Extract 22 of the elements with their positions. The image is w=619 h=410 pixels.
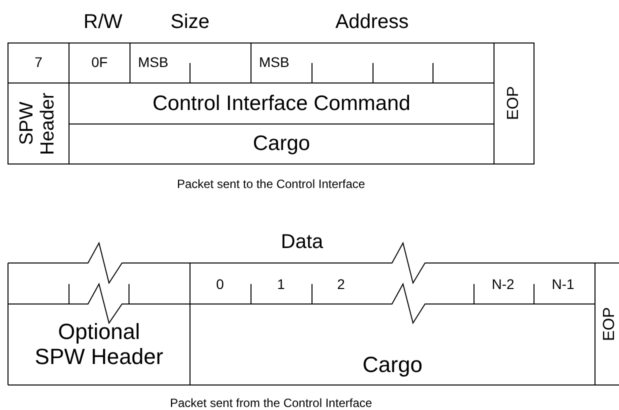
byte-index: N-2 [492,277,514,291]
field-cell: Control Interface Command [69,83,494,124]
byte-index: 1 [277,277,285,291]
field-heading: Address [335,12,409,32]
field-heading: Data [280,232,324,252]
field-cell: MSB [130,43,251,83]
field-cell: MSB [251,43,494,83]
byte-index: 0 [216,277,224,291]
field-cell: EOP [494,43,534,164]
byte-index: N-1 [552,277,574,291]
caption: Packet sent to the Control Interface [176,178,366,190]
byte-index: 2 [337,277,345,291]
field-cell: Cargo [69,124,494,164]
field-cell: Cargo [190,304,595,385]
field-cell: EOP [595,263,619,385]
field-heading: Size [170,12,210,32]
field-cell: 0F [69,43,130,83]
field-cell: SPW Header [8,83,69,164]
caption: Packet sent from the Control Interface [170,397,372,409]
field-cell: 7 [8,43,69,83]
field-cell: Optional SPW Header [8,304,190,385]
field-heading: R/W [84,12,122,32]
